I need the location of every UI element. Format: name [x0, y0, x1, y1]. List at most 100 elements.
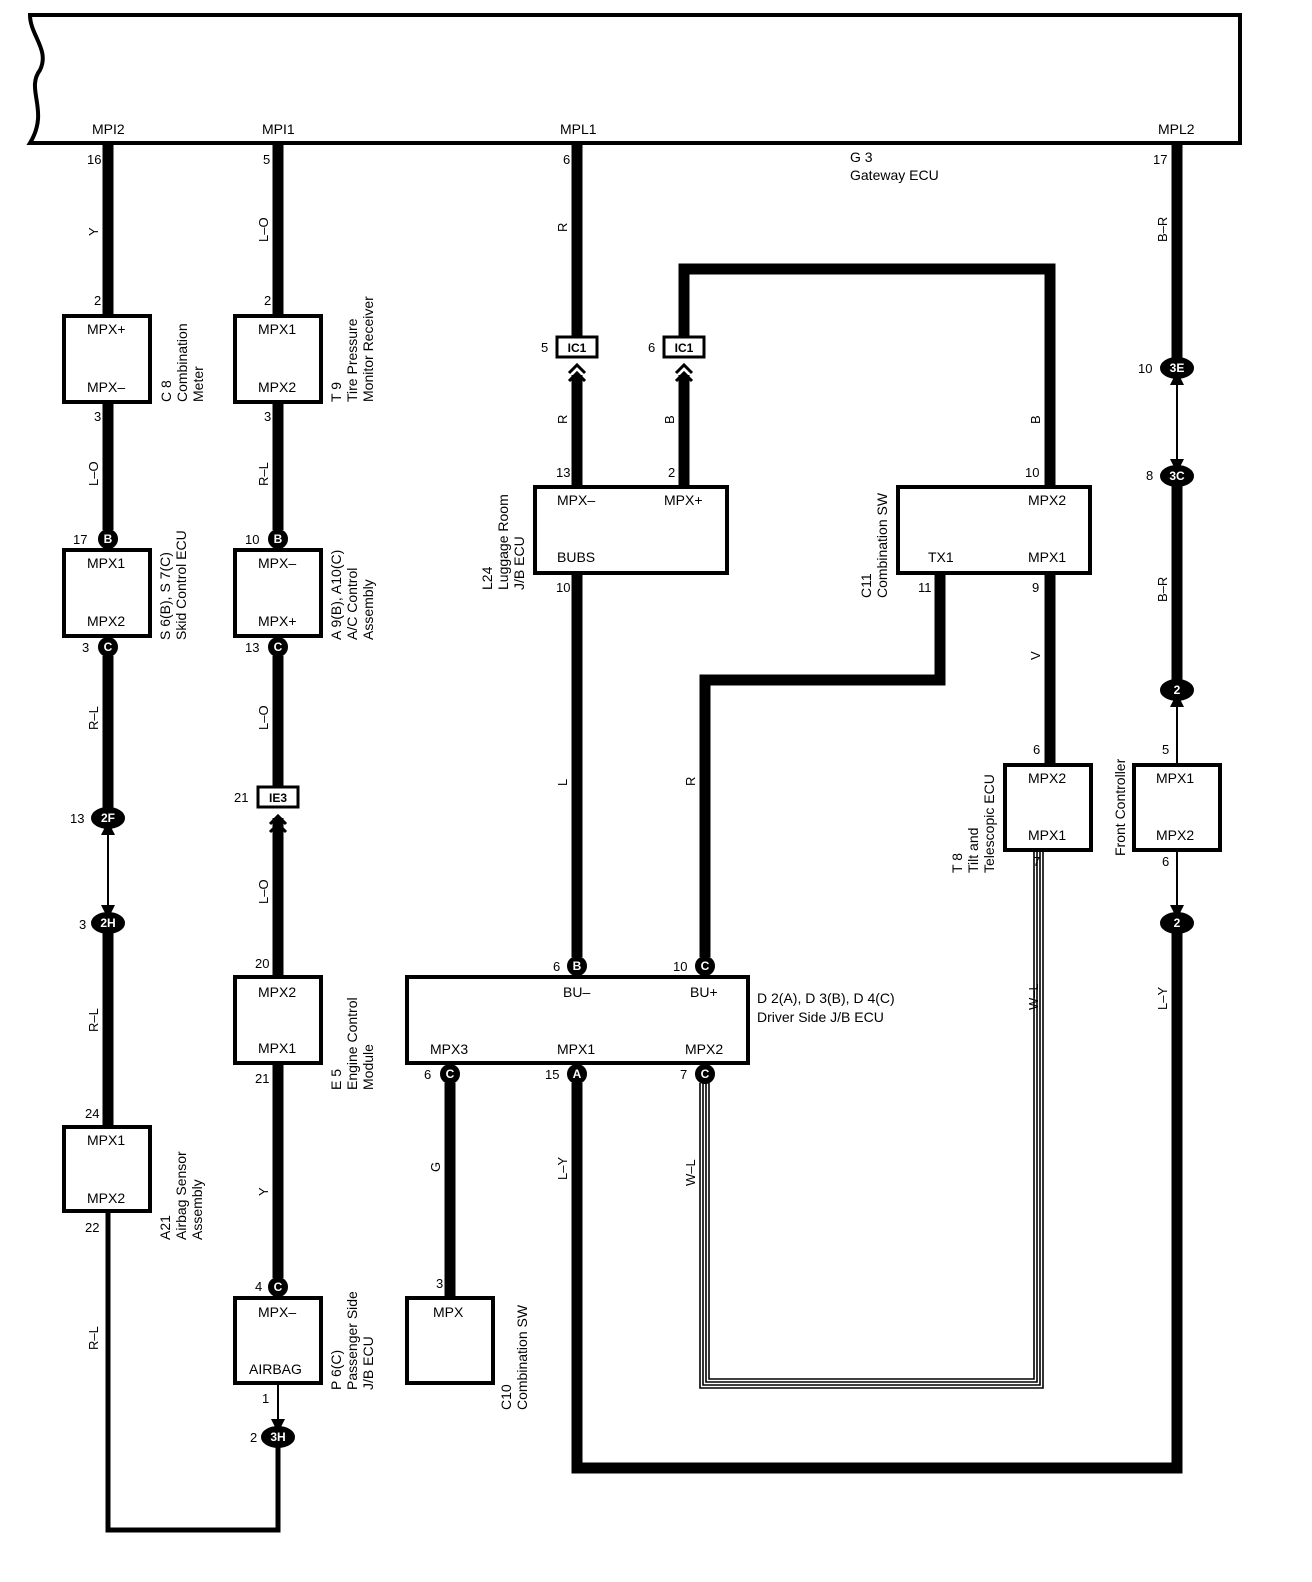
pin-number: 8: [1146, 468, 1153, 483]
component-skid-control-ecu: [62, 548, 152, 638]
component-name: Meter: [190, 366, 206, 402]
component-luggage-jb-ecu: [533, 485, 729, 575]
component-code: E 5: [328, 1069, 344, 1090]
wire-color-label: R–L: [86, 706, 101, 730]
component-code: S 6(B), S 7(C): [157, 552, 173, 640]
component-name: Monitor Receiver: [360, 296, 376, 402]
terminal-label: MPX1: [87, 1132, 125, 1148]
component-code: T 8: [949, 853, 965, 873]
connector-letter: C: [701, 1067, 710, 1081]
pin-number: 17: [73, 532, 87, 547]
connector-letter: C: [446, 1067, 455, 1081]
pin-number: 13: [245, 640, 259, 655]
terminal-label: MPX2: [1028, 492, 1066, 508]
gateway-pin-mpi2: MPI2: [92, 121, 125, 137]
connector-letter: B: [274, 532, 283, 546]
component-tilt-telescopic-ecu: [1003, 763, 1093, 852]
chevron-icon: [268, 362, 694, 834]
wire-color-label: L–Y: [555, 1157, 570, 1180]
component-code: C10: [498, 1384, 514, 1410]
pin-number: 6: [1033, 742, 1040, 757]
gateway-code: G 3: [850, 149, 873, 165]
connector-label: 3C: [1169, 469, 1185, 483]
terminal-label: MPX3: [430, 1041, 468, 1057]
pin-number: 7: [1033, 854, 1040, 869]
terminal-label: MPX: [433, 1304, 464, 1320]
pin-number: 3: [82, 640, 89, 655]
component-name: Engine Control: [344, 997, 360, 1090]
pin-number: 10: [673, 959, 687, 974]
connector-label: IE3: [269, 791, 287, 805]
pin-number: 16: [87, 152, 101, 167]
connector-letter: C: [274, 640, 283, 654]
pin-number: 21: [234, 790, 248, 805]
wire-color-label: Y: [86, 227, 101, 236]
pin-number: 6: [563, 152, 570, 167]
connector-letter: C: [701, 959, 710, 973]
pin-number: 15: [545, 1067, 559, 1082]
inline-connector-ie3: IE3: [256, 785, 300, 809]
junction-connector-2f: 2F: [91, 807, 125, 829]
wire-color-label: L–O: [256, 879, 271, 904]
pin-number: 3: [264, 409, 271, 424]
connector-letter: B: [104, 532, 113, 546]
connector-marker-c: C: [440, 1064, 460, 1084]
connector-letter: A: [573, 1067, 582, 1081]
component-name: Passenger Side: [344, 1291, 360, 1390]
terminal-label: BUBS: [557, 549, 595, 565]
terminal-label: AIRBAG: [249, 1361, 302, 1377]
connector-label: 2: [1174, 916, 1181, 930]
component-engine-control-module: [233, 975, 323, 1065]
shielded-wire-loop: [699, 850, 1044, 1389]
component-front-controller: [1132, 763, 1222, 852]
component-name: Tilt and: [965, 828, 981, 873]
pin-number: 2: [250, 1430, 257, 1445]
terminal-label: MPX–: [258, 1304, 296, 1320]
wire: [708, 850, 1035, 1380]
wire-color-label: L–Y: [1155, 987, 1170, 1010]
wire-group-thick: [102, 143, 1183, 1474]
pin-number: 17: [1153, 152, 1167, 167]
pin-number: 10: [1025, 465, 1039, 480]
connector-marker-c: C: [695, 956, 715, 976]
component-name: Combination SW: [874, 492, 890, 598]
component-code: P 6(C): [328, 1350, 344, 1390]
component-name: J/B ECU: [511, 536, 527, 590]
pin-number: 20: [255, 956, 269, 971]
connector-label: 3H: [270, 1430, 285, 1444]
pin-number: 6: [424, 1067, 431, 1082]
wire-color-label: B: [1028, 415, 1043, 424]
pin-number: 10: [556, 580, 570, 595]
terminal-label: MPX1: [258, 321, 296, 337]
pin-number: 10: [1138, 361, 1152, 376]
component-combination-sw-c10: [405, 1296, 495, 1385]
connector-label: IC1: [675, 341, 694, 355]
pin-number: 6: [648, 340, 655, 355]
wire: [678, 263, 1056, 487]
component-combination-meter: [62, 314, 152, 404]
wire: [571, 932, 1183, 1474]
terminal-label: MPX2: [685, 1041, 723, 1057]
connector-label: 2H: [100, 916, 115, 930]
connector-marker-c: C: [98, 637, 118, 657]
pin-number: 13: [556, 465, 570, 480]
terminal-label: MPX+: [87, 321, 126, 337]
component-name: Module: [360, 1044, 376, 1090]
wire-color-label: V: [1028, 651, 1043, 660]
gateway-pin-mpi1: MPI1: [262, 121, 295, 137]
terminal-label: MPX1: [258, 1040, 296, 1056]
pin-number: 24: [85, 1106, 99, 1121]
wire-color-label: L–O: [256, 705, 271, 730]
pin-number: 2: [668, 465, 675, 480]
wire: [702, 850, 1041, 1386]
pin-number: 3: [79, 917, 86, 932]
pin-number: 3: [94, 409, 101, 424]
terminal-label: MPX1: [1156, 770, 1194, 786]
junction-connector-3h: 3H: [261, 1426, 295, 1448]
pin-number: 7: [680, 1067, 687, 1082]
terminal-label: MPX+: [664, 492, 703, 508]
terminal-label: BU–: [563, 984, 590, 1000]
pin-number: 22: [85, 1220, 99, 1235]
connector-marker-b: B: [268, 529, 288, 549]
terminal-label: BU+: [690, 984, 718, 1000]
